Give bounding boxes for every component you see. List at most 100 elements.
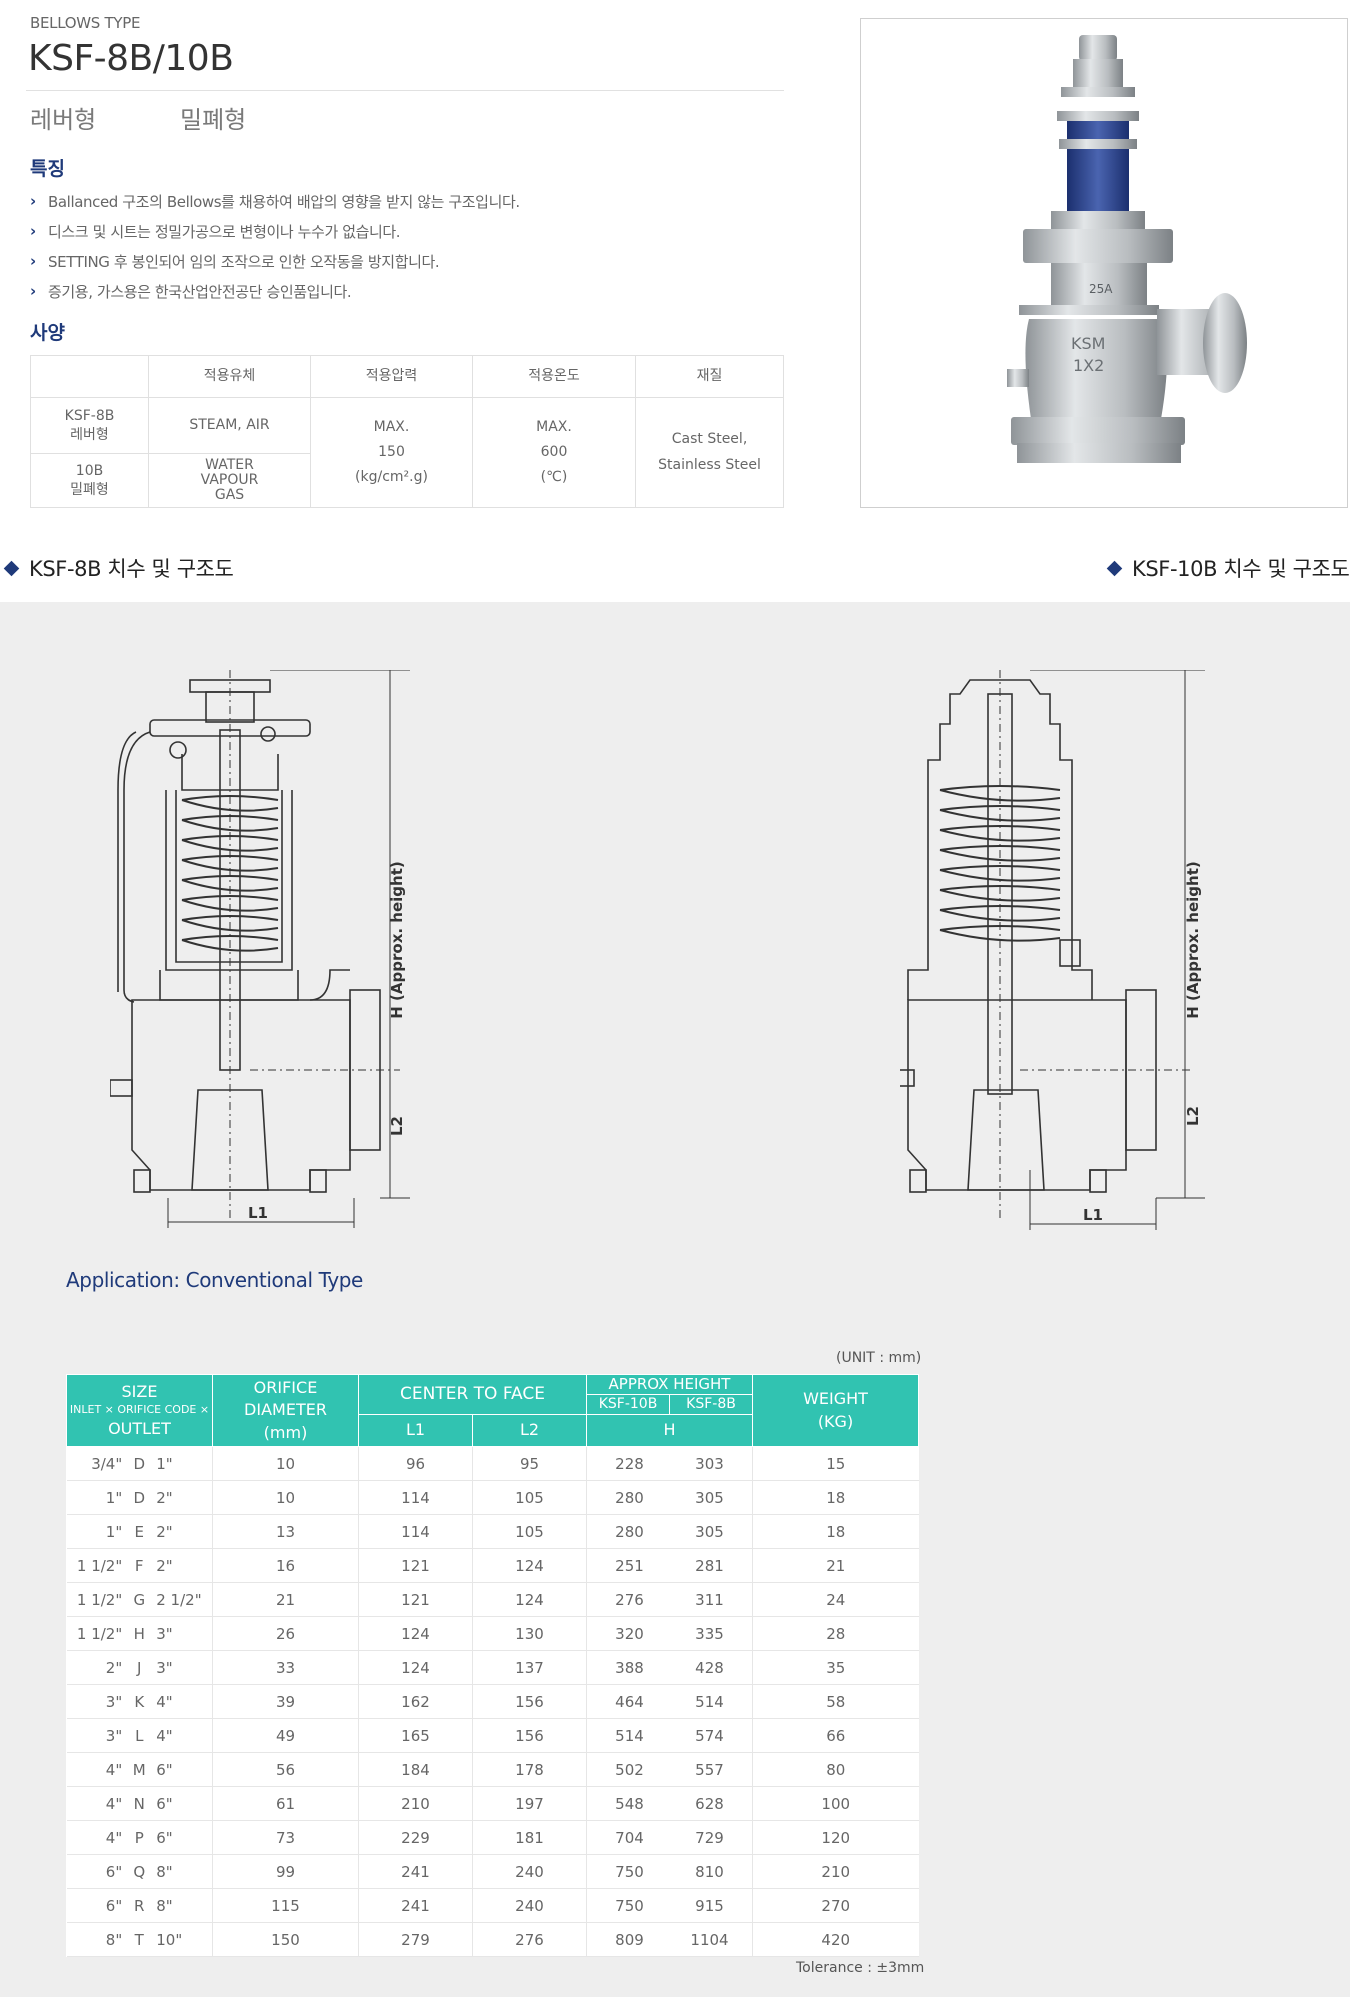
- l2-cell: 124: [472, 1582, 587, 1617]
- l2-cell: 240: [472, 1854, 587, 1889]
- orifice-cell: 10: [212, 1480, 359, 1515]
- l2-dimension-label: L2: [388, 1116, 406, 1136]
- variant-lever: 레버형: [30, 106, 97, 134]
- l2-dimension-label: L2: [1184, 1106, 1202, 1126]
- divider: [26, 90, 784, 91]
- l2-cell: 181: [472, 1820, 587, 1855]
- center-to-face-header: CENTER TO FACE: [358, 1374, 587, 1415]
- orifice-cell: 49: [212, 1718, 359, 1753]
- orifice-cell: 10: [212, 1446, 359, 1481]
- l2-cell: 156: [472, 1718, 587, 1753]
- l1-cell: 114: [358, 1480, 473, 1515]
- l1-cell: 241: [358, 1888, 473, 1923]
- l2-cell: 95: [472, 1446, 587, 1481]
- orifice-cell: 16: [212, 1548, 359, 1583]
- l2-cell: 240: [472, 1888, 587, 1923]
- tolerance-label: Tolerance : ±3mm: [796, 1960, 925, 1976]
- orifice-cell: 73: [212, 1820, 359, 1855]
- weight-cell: 420: [752, 1922, 919, 1957]
- orifice-cell: 33: [212, 1650, 359, 1685]
- l1-cell: 165: [358, 1718, 473, 1753]
- weight-cell: 66: [752, 1718, 919, 1753]
- diamond-icon: [3, 560, 20, 576]
- weight-cell: 28: [752, 1616, 919, 1651]
- l1-cell: 210: [358, 1786, 473, 1821]
- l1-cell: 279: [358, 1922, 473, 1957]
- h-dimension-label: H (Approx. height): [1184, 861, 1202, 1018]
- l1-cell: 121: [358, 1548, 473, 1583]
- l1-cell: 124: [358, 1650, 473, 1685]
- casting-mark: 1X2: [1073, 356, 1104, 375]
- feature-list: ›Ballanced 구조의 Bellows를 채용하여 배압의 영향을 받지 …: [30, 186, 520, 306]
- feature-item: ›디스크 및 시트는 정밀가공으로 변형이나 누수가 없습니다.: [30, 216, 520, 246]
- spec-header: 적용온도: [472, 355, 636, 398]
- chevron-right-icon: ›: [30, 222, 36, 240]
- orifice-cell: 61: [212, 1786, 359, 1821]
- chevron-right-icon: ›: [30, 192, 36, 210]
- l2-cell: 105: [472, 1514, 587, 1549]
- orifice-cell: 26: [212, 1616, 359, 1651]
- l1-header: L1: [358, 1414, 473, 1447]
- h-header: H: [586, 1414, 753, 1447]
- ksf-10b-drawing: H (Approx. height) L2 L1: [900, 670, 1205, 1230]
- orifice-cell: 56: [212, 1752, 359, 1787]
- l2-cell: 178: [472, 1752, 587, 1787]
- l1-cell: 241: [358, 1854, 473, 1889]
- spec-material-cell: Cast Steel,Stainless Steel: [635, 397, 784, 508]
- weight-cell: 18: [752, 1514, 919, 1549]
- valve-photo-illustration: 25A KSM 1X2: [1007, 35, 1247, 463]
- weight-cell: 24: [752, 1582, 919, 1617]
- weight-cell: 80: [752, 1752, 919, 1787]
- drawing-title-8b: KSF-8B 치수 및 구조도: [3, 553, 234, 583]
- features-title: 특징: [30, 158, 65, 180]
- variant-sealed: 밀폐형: [180, 106, 247, 134]
- l1-cell: 124: [358, 1616, 473, 1651]
- l1-cell: 96: [358, 1446, 473, 1481]
- diamond-icon: [1106, 560, 1123, 576]
- ksf10b-header: KSF-10B: [586, 1394, 670, 1415]
- unit-label: (UNIT : mm): [836, 1350, 922, 1366]
- size-table: SIZE INLET × ORIFICE CODE × OUTLET ORIFI…: [66, 1374, 919, 1957]
- feature-text: 증기용, 가스용은 한국산업안전공단 승인품입니다.: [48, 282, 352, 301]
- orifice-cell: 39: [212, 1684, 359, 1719]
- spec-temperature-cell: MAX.600(℃): [472, 397, 636, 508]
- chevron-right-icon: ›: [30, 282, 36, 300]
- spec-header: [30, 355, 149, 398]
- l2-cell: 124: [472, 1548, 587, 1583]
